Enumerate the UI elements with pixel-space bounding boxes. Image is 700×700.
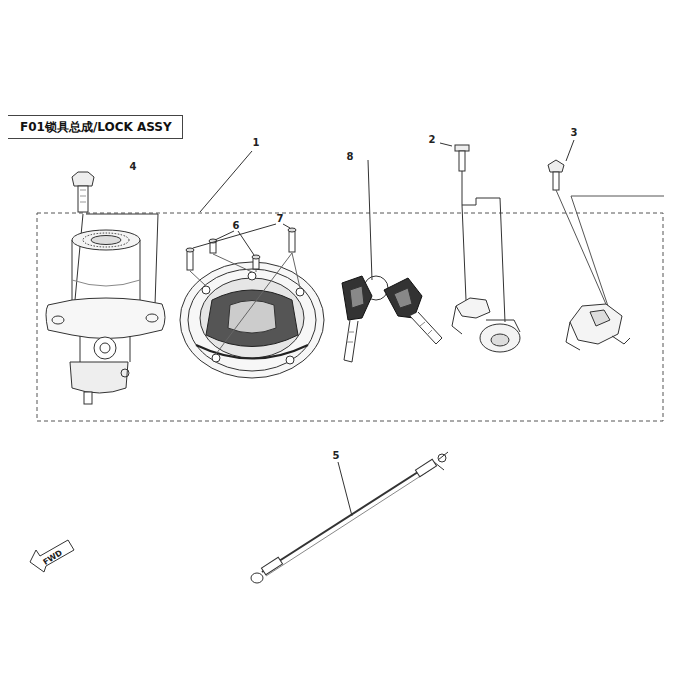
callout-number: 3 <box>571 128 578 138</box>
callout-number: 7 <box>277 214 284 224</box>
diagram-title: F01锁具总成/LOCK ASSY <box>20 119 172 136</box>
callout-number: 1 <box>253 138 260 148</box>
callout-number: 2 <box>429 135 436 145</box>
callout-number: 5 <box>333 451 340 461</box>
callout-number: 6 <box>233 221 240 231</box>
callout-number: 4 <box>130 162 137 172</box>
callout-number: 8 <box>347 152 354 162</box>
title-box: F01锁具总成/LOCK ASSY <box>8 115 183 139</box>
